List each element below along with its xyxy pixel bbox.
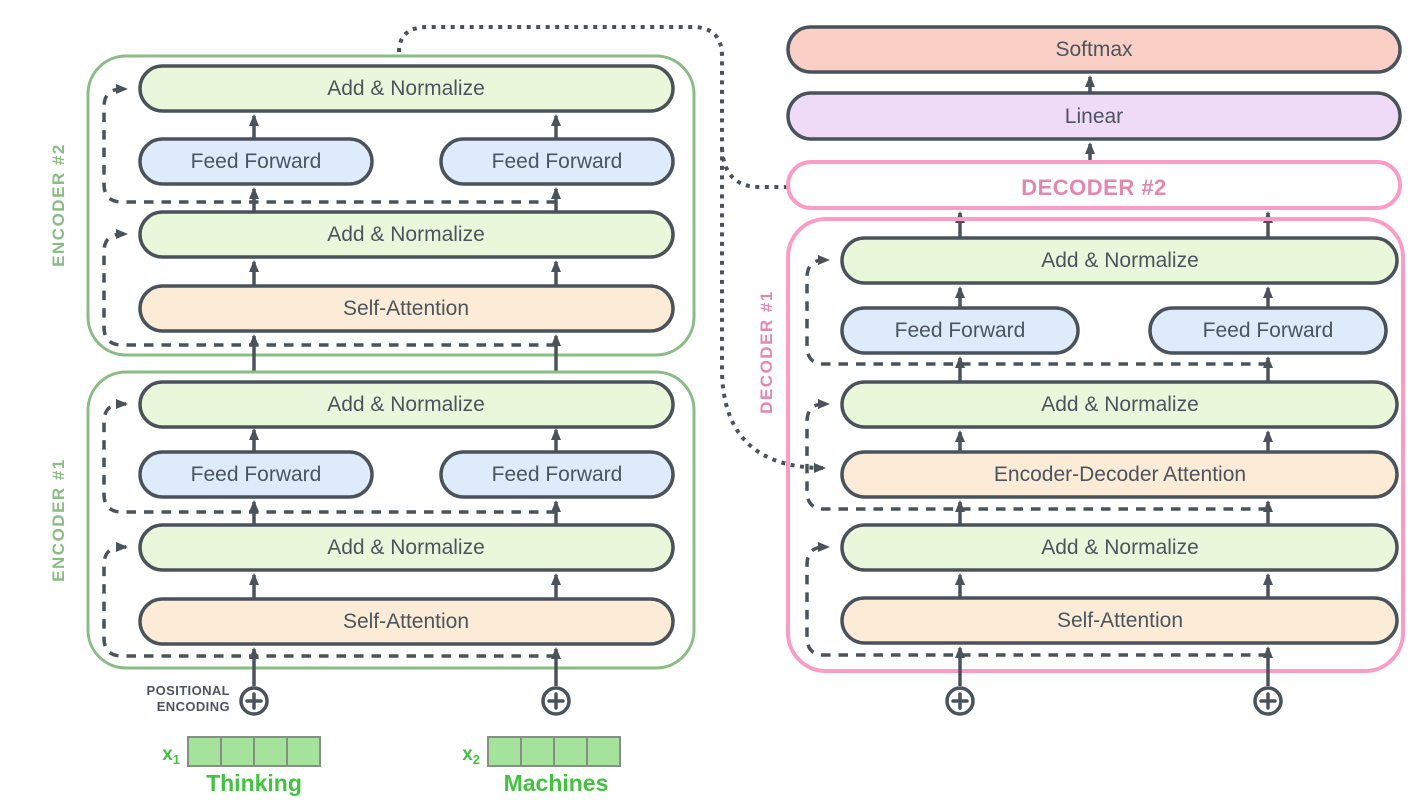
linear-label: Linear	[1065, 105, 1123, 128]
embedding-cell	[520, 736, 555, 767]
decoder-2-label: DECODER #2	[1021, 175, 1167, 200]
add-normalize-label: Add & Normalize	[327, 393, 485, 416]
feed-forward-box	[138, 137, 374, 186]
add-normalize-box	[138, 64, 675, 113]
input-word-thinking: Thinking	[206, 770, 302, 796]
embedding-cell	[286, 736, 321, 767]
encoder-decoder-attention-box	[840, 450, 1399, 499]
residual-dashed-path	[102, 84, 556, 204]
add-normalize-box	[138, 380, 675, 429]
feed-forward-box	[439, 137, 675, 186]
feed-forward-label: Feed Forward	[492, 463, 623, 486]
feed-forward-box	[840, 306, 1080, 355]
plus-icon	[951, 692, 969, 710]
self-attention-label: Self-Attention	[343, 610, 469, 633]
embedding-cell	[487, 736, 522, 767]
embedding-cell	[586, 736, 621, 767]
feed-forward-box	[1148, 306, 1388, 355]
self-attention-box	[138, 597, 675, 646]
positional-encoding-label-line1: POSITIONAL	[147, 683, 230, 698]
residual-dashed-path	[102, 229, 556, 347]
residual-dashed-path	[102, 399, 556, 514]
plus-icon	[547, 692, 565, 710]
embedding-x2-vector	[487, 736, 621, 767]
feed-forward-label: Feed Forward	[492, 150, 623, 173]
add-normalize-label: Add & Normalize	[327, 77, 485, 100]
feed-forward-label: Feed Forward	[895, 319, 1026, 342]
add-normalize-box	[138, 523, 675, 572]
residual-dashed-path	[805, 255, 1268, 366]
self-attention-label: Self-Attention	[1057, 609, 1183, 632]
plus-icon	[1259, 692, 1277, 710]
add-normalize-box	[138, 210, 675, 259]
embedding-cell	[253, 736, 288, 767]
encoder-2-container	[86, 54, 696, 357]
residual-dashed-path	[805, 399, 1268, 511]
add-normalize-label: Add & Normalize	[1041, 393, 1199, 416]
softmax-box	[786, 25, 1402, 74]
positional-encoding-label-line2: ENCODING	[157, 699, 230, 714]
add-normalize-label: Add & Normalize	[327, 223, 485, 246]
decoder-1-label: DECODER #1	[757, 290, 776, 414]
self-attention-label: Self-Attention	[343, 297, 469, 320]
residual-dashed-path	[102, 542, 556, 658]
add-normalize-label: Add & Normalize	[1041, 249, 1199, 272]
encoder-1-label: ENCODER #1	[49, 458, 68, 582]
self-attention-box	[138, 284, 675, 333]
embedding-x2-label: x2	[462, 744, 480, 767]
add-normalize-label: Add & Normalize	[1041, 536, 1199, 559]
embedding-x1-label: x1	[162, 744, 180, 767]
encoder-2-label: ENCODER #2	[49, 143, 68, 267]
linear-box	[786, 91, 1402, 141]
encoder-1-container	[86, 370, 696, 670]
feed-forward-box	[439, 450, 675, 499]
feed-forward-box	[138, 450, 374, 499]
residual-dashed-path	[805, 542, 1268, 657]
self-attention-box	[840, 596, 1399, 645]
decoder-2-container	[786, 160, 1402, 210]
embedding-x1-vector	[187, 736, 321, 767]
embedding-cell	[553, 736, 588, 767]
add-normalize-box	[840, 380, 1399, 429]
plus-icon	[245, 692, 263, 710]
feed-forward-label: Feed Forward	[191, 463, 322, 486]
decoder-1-container	[786, 217, 1405, 673]
input-word-machines: Machines	[504, 770, 609, 796]
encoder-decoder-attention-label: Encoder-Decoder Attention	[994, 463, 1246, 486]
embedding-cell	[220, 736, 255, 767]
add-normalize-box	[840, 236, 1399, 285]
feed-forward-label: Feed Forward	[191, 150, 322, 173]
feed-forward-label: Feed Forward	[1203, 319, 1334, 342]
embedding-cell	[187, 736, 222, 767]
add-normalize-box	[840, 523, 1399, 572]
softmax-label: Softmax	[1055, 38, 1133, 61]
add-normalize-label: Add & Normalize	[327, 536, 485, 559]
